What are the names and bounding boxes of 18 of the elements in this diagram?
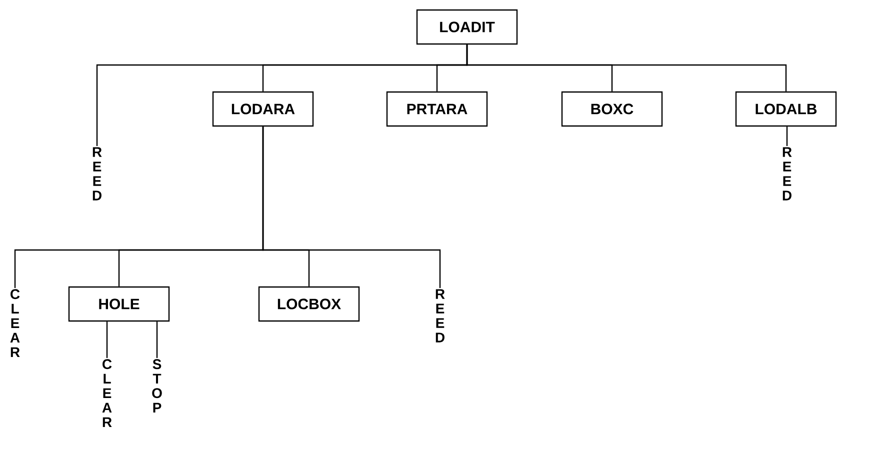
tree-line — [156, 322, 158, 358]
vertical-label: REED — [782, 147, 792, 200]
name-box: LODALB — [735, 91, 837, 127]
tree-line — [262, 126, 441, 288]
tree-line — [106, 322, 108, 358]
name-box: BOXC — [561, 91, 663, 127]
vertical-label: CLEAR — [102, 359, 112, 427]
name-box: LOADIT — [416, 9, 518, 45]
name-box: HOLE — [68, 286, 170, 322]
tree-line — [466, 44, 787, 92]
name-box: LODARA — [212, 91, 314, 127]
vertical-label: REED — [92, 147, 102, 200]
name-box: LOCBOX — [258, 286, 360, 322]
vertical-label: CLEAR — [10, 289, 20, 357]
tree-line — [786, 126, 788, 146]
vertical-label: STOP — [152, 359, 162, 412]
name-box: PRTARA — [386, 91, 488, 127]
vertical-label: REED — [436, 289, 445, 342]
